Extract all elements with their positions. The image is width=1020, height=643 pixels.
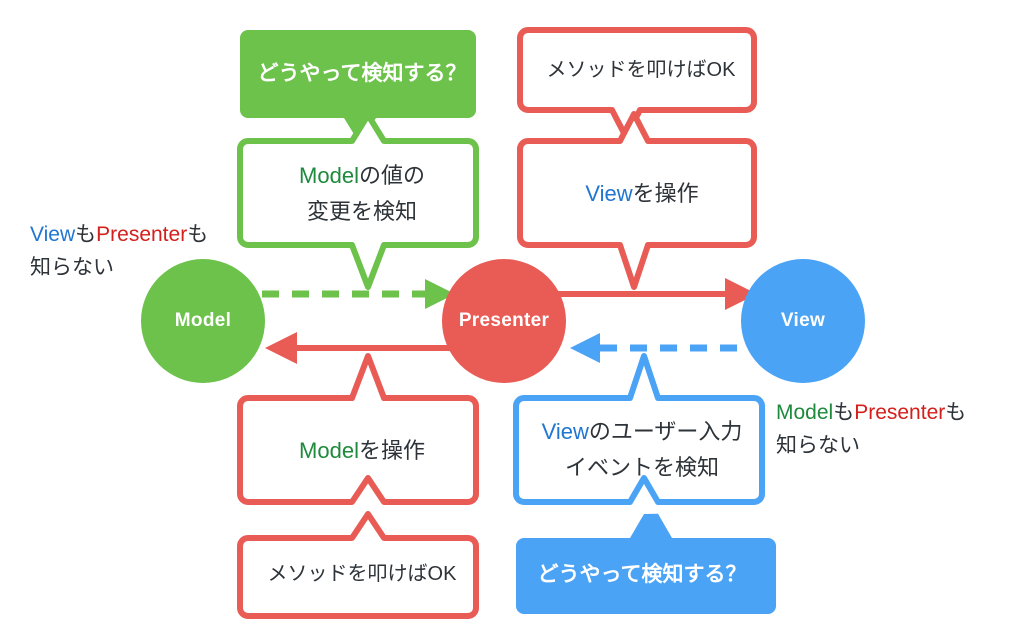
right-note-seg-mo-2: も (945, 401, 967, 424)
node-model-label: Model (174, 310, 232, 331)
blue-question-bubble-shape (516, 513, 776, 614)
left-note-seg-mo-1: も (75, 223, 97, 246)
green-detect-bubble-text: Modelの値の 変更を検知 (240, 158, 484, 229)
red-method-top-bubble-text: メソッドを叩けばOK (546, 59, 736, 81)
node-model-circle[interactable] (141, 259, 265, 383)
node-view-circle[interactable] (741, 259, 865, 383)
red-view-operate-accent: View (585, 181, 633, 206)
green-detect-line-1-rest: の値の (358, 163, 425, 188)
arrow-view-to-presenter (570, 333, 762, 363)
red-model-operate-bubble-text: Modelを操作 (240, 433, 484, 469)
blue-question-bubble-text: どうやって検知する？ (537, 563, 747, 586)
left-note-seg-presenter: Presenter (96, 223, 188, 246)
green-question-bubble-shape (240, 30, 476, 144)
red-method-bottom-bubble-text: メソッドを叩けばOK (267, 563, 457, 585)
red-view-operate-bubble-text: Viewを操作 (520, 176, 764, 212)
right-note-line-1: ModelもPresenterも (776, 396, 966, 429)
left-note-line-2: 知らない (30, 256, 114, 280)
blue-detect-line-1-rest: のユーザー入力 (588, 419, 743, 444)
left-note: ViewもPresenterも 知らない (30, 218, 208, 284)
red-view-operate-bubble-shape (517, 111, 757, 290)
green-detect-line-1: Modelの値の (240, 158, 484, 194)
left-note-line-1: ViewもPresenterも (30, 218, 208, 251)
blue-detect-accent: View (541, 419, 589, 444)
red-model-operate-accent: Model (299, 438, 359, 463)
green-detect-bubble-shape (237, 112, 479, 290)
blue-detect-line-1: Viewのユーザー入力 (516, 414, 768, 450)
arrow-model-to-presenter (262, 279, 455, 309)
right-note-seg-model: Model (776, 401, 834, 424)
blue-detect-line-2: イベントを検知 (564, 454, 719, 480)
left-note-seg-mo-2: も (187, 223, 209, 246)
right-note: ModelもPresenterも 知らない (776, 396, 966, 462)
green-question-bubble-text: どうやって検知する？ (257, 62, 467, 85)
red-view-operate-rest: を操作 (632, 181, 699, 206)
red-model-operate-rest: を操作 (358, 438, 425, 463)
blue-detect-bubble-shape (513, 353, 765, 505)
red-model-operate-bubble-shape (237, 353, 479, 505)
green-detect-accent: Model (299, 163, 359, 188)
node-presenter-label: Presenter (458, 310, 550, 331)
right-note-line-2: 知らない (776, 434, 860, 458)
blue-detect-bubble-text: Viewのユーザー入力 イベントを検知 (516, 414, 768, 485)
red-method-bottom-bubble-shape (237, 511, 479, 619)
node-view-label: View (780, 310, 826, 331)
left-note-seg-view: View (30, 223, 76, 246)
node-presenter-circle[interactable] (442, 259, 566, 383)
right-note-seg-presenter: Presenter (854, 401, 946, 424)
green-detect-line-2: 変更を検知 (306, 198, 417, 224)
right-note-seg-mo-1: も (833, 401, 855, 424)
